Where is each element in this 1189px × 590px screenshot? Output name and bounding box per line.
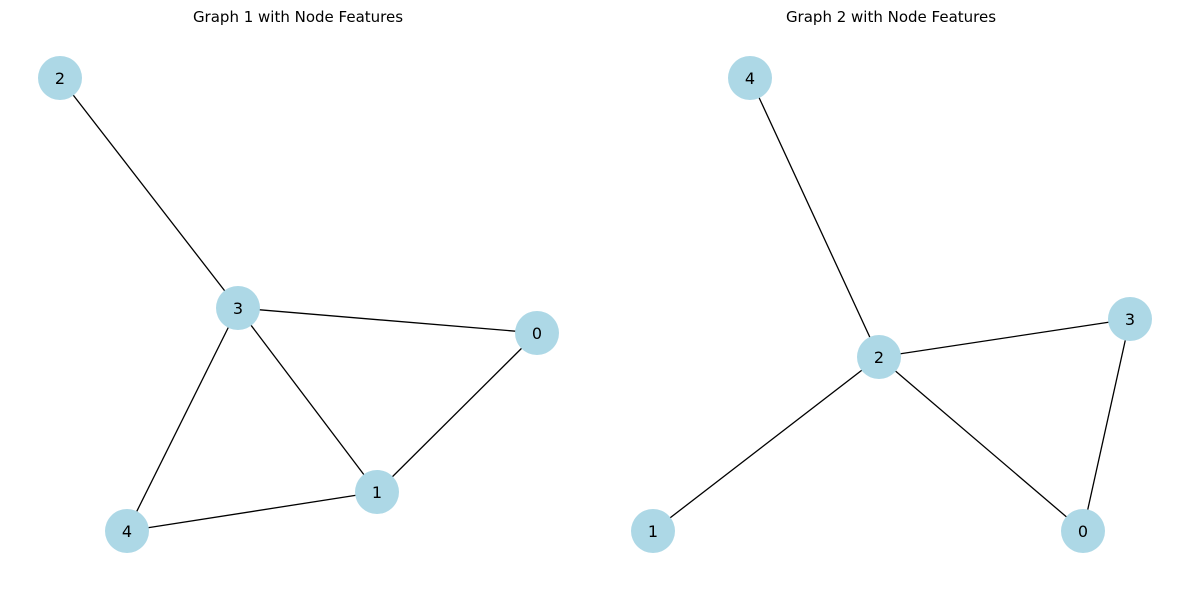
node-circle <box>38 56 82 100</box>
graph-2-node-0: 0 <box>1061 509 1105 553</box>
graph-2-edge-4-2 <box>749 77 880 358</box>
graph-1-edges <box>59 77 538 532</box>
node-circle <box>1108 297 1152 341</box>
node-label: 2 <box>874 348 884 367</box>
graph-2-edges <box>652 77 1131 532</box>
graph-1-node-4: 4 <box>105 509 149 553</box>
node-circle <box>105 509 149 553</box>
node-label: 3 <box>233 299 243 318</box>
node-circle <box>728 56 772 100</box>
graph-1-node-0: 0 <box>515 311 559 355</box>
node-circle <box>216 286 260 330</box>
node-label: 4 <box>122 522 132 541</box>
node-label: 1 <box>648 522 658 541</box>
node-label: 2 <box>55 69 65 88</box>
node-circle <box>631 509 675 553</box>
graph-1-node-3: 3 <box>216 286 260 330</box>
graph-2-edge-3-0 <box>1082 318 1131 532</box>
graph-1-node-2: 2 <box>38 56 82 100</box>
node-label: 0 <box>1078 522 1088 541</box>
graph-1-node-1: 1 <box>355 470 399 514</box>
graph-1-edge-3-0 <box>237 307 538 334</box>
node-circle <box>857 335 901 379</box>
graph-1-nodes: 0 1 2 3 4 <box>38 56 559 553</box>
graph-1-edge-0-1 <box>376 332 538 493</box>
graph-1-edge-3-4 <box>126 307 239 532</box>
node-label: 1 <box>372 483 382 502</box>
graph-1-panel: Graph 1 with Node Features 0 1 2 3 4 <box>38 8 559 553</box>
graph-1-title: Graph 1 with Node Features <box>193 8 403 26</box>
node-circle <box>355 470 399 514</box>
graph-2-node-4: 4 <box>728 56 772 100</box>
graph-2-panel: Graph 2 with Node Features 0 1 2 3 4 <box>631 8 1152 553</box>
graph-1-edge-2-3 <box>59 77 239 309</box>
graph-2-node-1: 1 <box>631 509 675 553</box>
graph-2-nodes: 0 1 2 3 4 <box>631 56 1152 553</box>
graph-2-node-2: 2 <box>857 335 901 379</box>
node-circle <box>1061 509 1105 553</box>
node-label: 4 <box>745 69 755 88</box>
graph-2-edge-2-3 <box>878 318 1131 358</box>
graph-2-edge-2-0 <box>878 356 1084 532</box>
node-label: 0 <box>532 324 542 343</box>
graph-1-edge-1-4 <box>126 491 378 532</box>
graph-2-edge-2-1 <box>652 356 880 532</box>
graph-1-edge-3-1 <box>237 307 378 493</box>
graph-2-title: Graph 2 with Node Features <box>786 8 996 26</box>
graph-2-node-3: 3 <box>1108 297 1152 341</box>
node-circle <box>515 311 559 355</box>
node-label: 3 <box>1125 310 1135 329</box>
